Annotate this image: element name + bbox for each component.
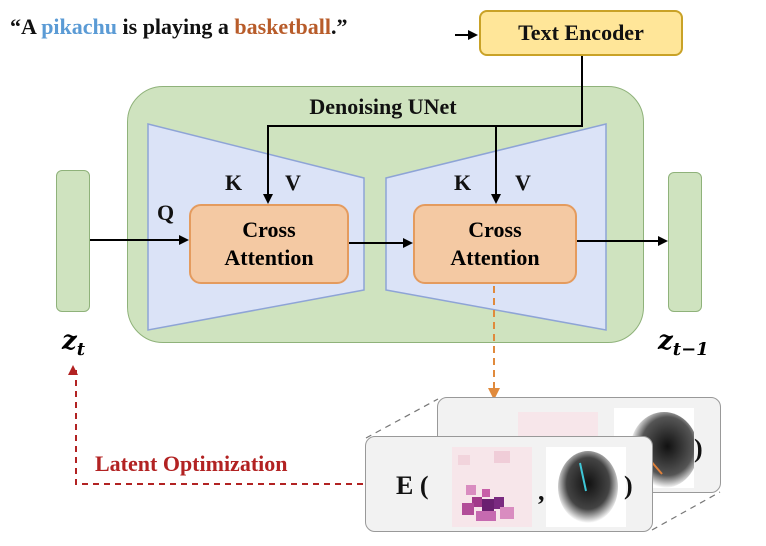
text-prompt: “A pikachu is playing a basketball.” — [10, 14, 347, 40]
prompt-middle: is playing a — [117, 14, 235, 39]
cross-attention-line2: Attention — [450, 245, 540, 270]
prompt-object-word: basketball — [234, 14, 331, 39]
prompt-close: .” — [330, 14, 348, 39]
cross-attention-line2: Attention — [224, 245, 314, 270]
energy-comma: , — [538, 477, 545, 506]
latent-zt-minus-1 — [668, 172, 702, 312]
k-label-2: K — [454, 170, 472, 195]
energy-open: E ( — [396, 471, 429, 500]
prompt-open: “A — [10, 14, 42, 39]
attention-map-basketball — [546, 447, 626, 527]
unet-title: Denoising UNet — [309, 94, 457, 119]
prompt-subject-word: pikachu — [41, 14, 118, 39]
v-label-1: V — [285, 170, 301, 195]
cross-attention-line1: Cross — [242, 217, 296, 242]
latent-zt — [56, 170, 90, 312]
cross-attention-line1: Cross — [468, 217, 522, 242]
zt-label: zt — [62, 326, 86, 360]
energy-close-back: ) — [694, 434, 703, 463]
energy-panel-front: E ( , ) — [365, 436, 653, 532]
attention-map-pikachu — [452, 447, 532, 527]
energy-close: ) — [624, 471, 633, 500]
zt1-label: zt−1 — [658, 326, 709, 360]
q-label: Q — [157, 200, 175, 225]
text-encoder-box: Text Encoder — [479, 10, 683, 56]
text-condition-path — [263, 56, 583, 204]
v-label-2: V — [515, 170, 531, 195]
k-label-1: K — [225, 170, 243, 195]
latent-optimization-path — [68, 365, 363, 485]
latent-optimization-label: Latent Optimization — [95, 451, 288, 476]
